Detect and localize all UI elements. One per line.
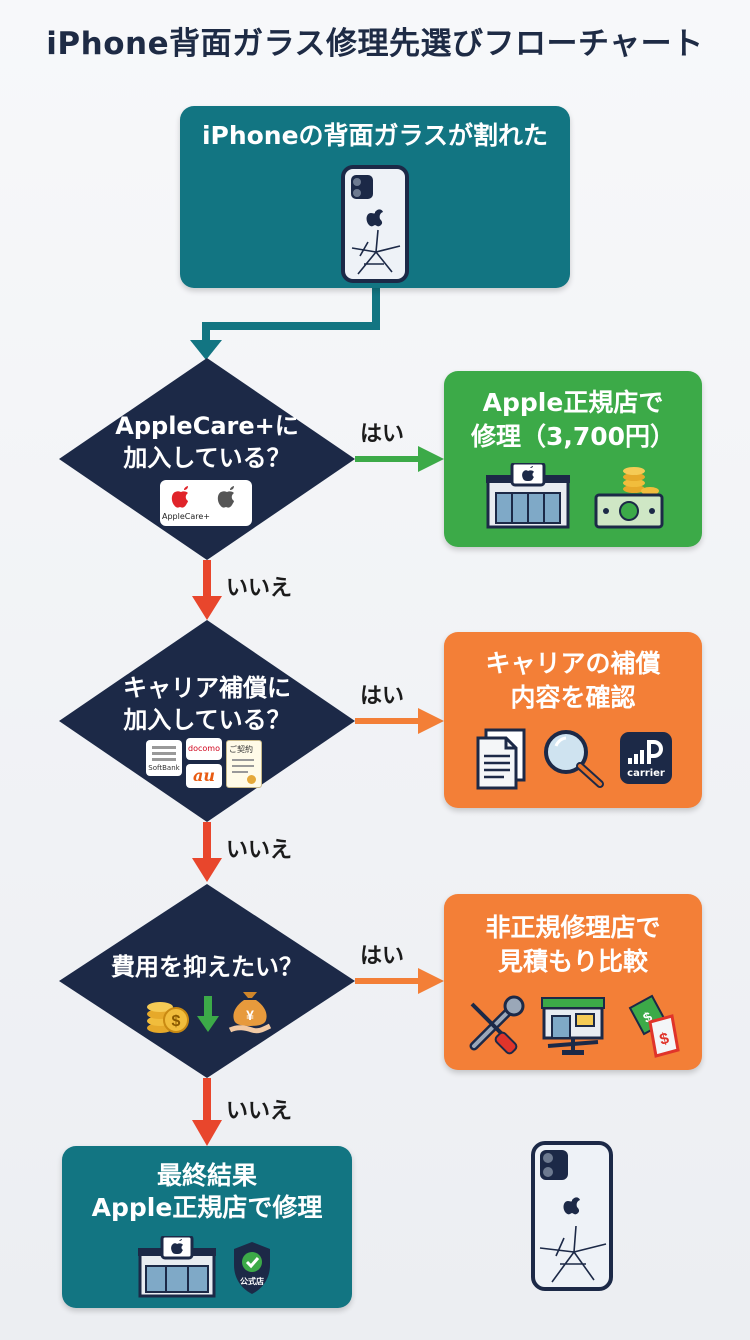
docomo-logo: docomo	[186, 738, 222, 760]
decision-1-diamond	[59, 358, 355, 560]
final-line1: 最終結果	[156, 1161, 257, 1190]
no-label-3: いいえ	[226, 1099, 293, 1124]
outcome-apple-store-box: Apple正規店で 修理（3,700円）	[444, 371, 702, 547]
start-box: iPhoneの背面ガラスが割れた	[180, 106, 570, 288]
shield-check-icon: 公式店	[230, 1240, 274, 1296]
document-icon	[476, 728, 526, 790]
decision-2-line2: 加入している？	[123, 706, 291, 734]
outcome-3-line2: 見積もり比較	[497, 947, 648, 976]
down-arrow-icon	[197, 996, 219, 1032]
contract-text: ご契約	[229, 745, 253, 754]
outcome-2-line2: 内容を確認	[510, 683, 636, 712]
decision-1-line2: 加入している？	[123, 444, 291, 472]
tools-icon	[469, 995, 525, 1055]
yes-arrow-2-head	[418, 708, 444, 734]
au-logo: au	[186, 764, 222, 788]
no-arrow-3-head	[192, 1120, 222, 1146]
price-tag-icon: $ $	[628, 994, 680, 1058]
applecare-red-apple-icon	[171, 486, 188, 508]
decision-3-line1: 費用を抑えたい？	[111, 953, 303, 981]
carrier-app-label: carrier	[627, 768, 665, 779]
outcome-third-party-box: 非正規修理店で 見積もり比較 $ $	[444, 894, 702, 1070]
money-icon	[594, 467, 664, 529]
yes-arrow-1-head	[418, 446, 444, 472]
decision-1-label: AppleCare+に 加入している？	[92, 410, 322, 474]
no-label-2: いいえ	[226, 838, 293, 863]
outcome-2-line1: キャリアの補償	[485, 649, 661, 678]
svg-text:$: $	[172, 1013, 181, 1030]
yes-label-1: はい	[360, 422, 405, 447]
no-arrow-2-head	[192, 858, 222, 882]
outcome-3-line1: 非正規修理店で	[485, 913, 661, 942]
outcome-carrier-box: キャリアの補償 内容を確認 carrier	[444, 632, 702, 808]
no-label-1: いいえ	[226, 576, 293, 601]
magnifier-icon	[544, 730, 604, 788]
final-result-box: 最終結果 Apple正規店で修理 公式店	[62, 1146, 352, 1308]
outcome-1-line1: Apple正規店で	[482, 388, 664, 417]
decorative-cracked-iphone-icon	[531, 1141, 613, 1291]
final-line2: Apple正規店で修理	[91, 1193, 323, 1222]
softbank-text: SoftBank	[148, 764, 180, 772]
applecare-badge-text: AppleCare+	[162, 512, 210, 521]
decision-2-diamond	[59, 620, 355, 822]
apple-store-icon	[486, 463, 570, 529]
decision-2-label: キャリア補償に 加入している？	[92, 672, 322, 736]
yes-label-2: はい	[360, 684, 405, 709]
start-label: iPhoneの背面ガラスが割れた	[201, 121, 549, 150]
applecare-gray-apple-icon	[217, 486, 234, 508]
money-bag-icon: ¥	[228, 992, 272, 1034]
decision-3-diamond	[59, 884, 355, 1078]
repair-shop-icon	[541, 997, 605, 1055]
outcome-1-line2: 修理（3,700円）	[470, 422, 676, 451]
yes-arrow-3-head	[418, 968, 444, 994]
svg-text:¥: ¥	[246, 1007, 254, 1023]
final-apple-store-icon	[138, 1236, 216, 1298]
no-arrow-1-head	[192, 596, 222, 620]
softbank-logo: SoftBank	[146, 740, 182, 776]
start-arrowhead	[190, 340, 222, 360]
contract-document-icon: ご契約	[226, 740, 262, 788]
shield-shape	[234, 1242, 270, 1294]
carrier-app-icon: carrier	[620, 732, 672, 784]
svg-text:$: $	[658, 1030, 671, 1049]
decision-1-line1: AppleCare+に	[115, 412, 299, 440]
decision-3-label: 費用を抑えたい？	[92, 951, 322, 983]
start-connector	[202, 288, 380, 344]
iphone-cracked-icon	[341, 165, 409, 283]
yes-label-3: はい	[360, 944, 405, 969]
decision-2-line1: キャリア補償に	[123, 674, 291, 702]
page-title: iPhone背面ガラス修理先選びフローチャート	[46, 26, 704, 62]
shield-text: 公式店	[240, 1277, 264, 1286]
applecare-badge: AppleCare+	[160, 480, 252, 526]
coins-icon: $	[147, 1002, 189, 1033]
